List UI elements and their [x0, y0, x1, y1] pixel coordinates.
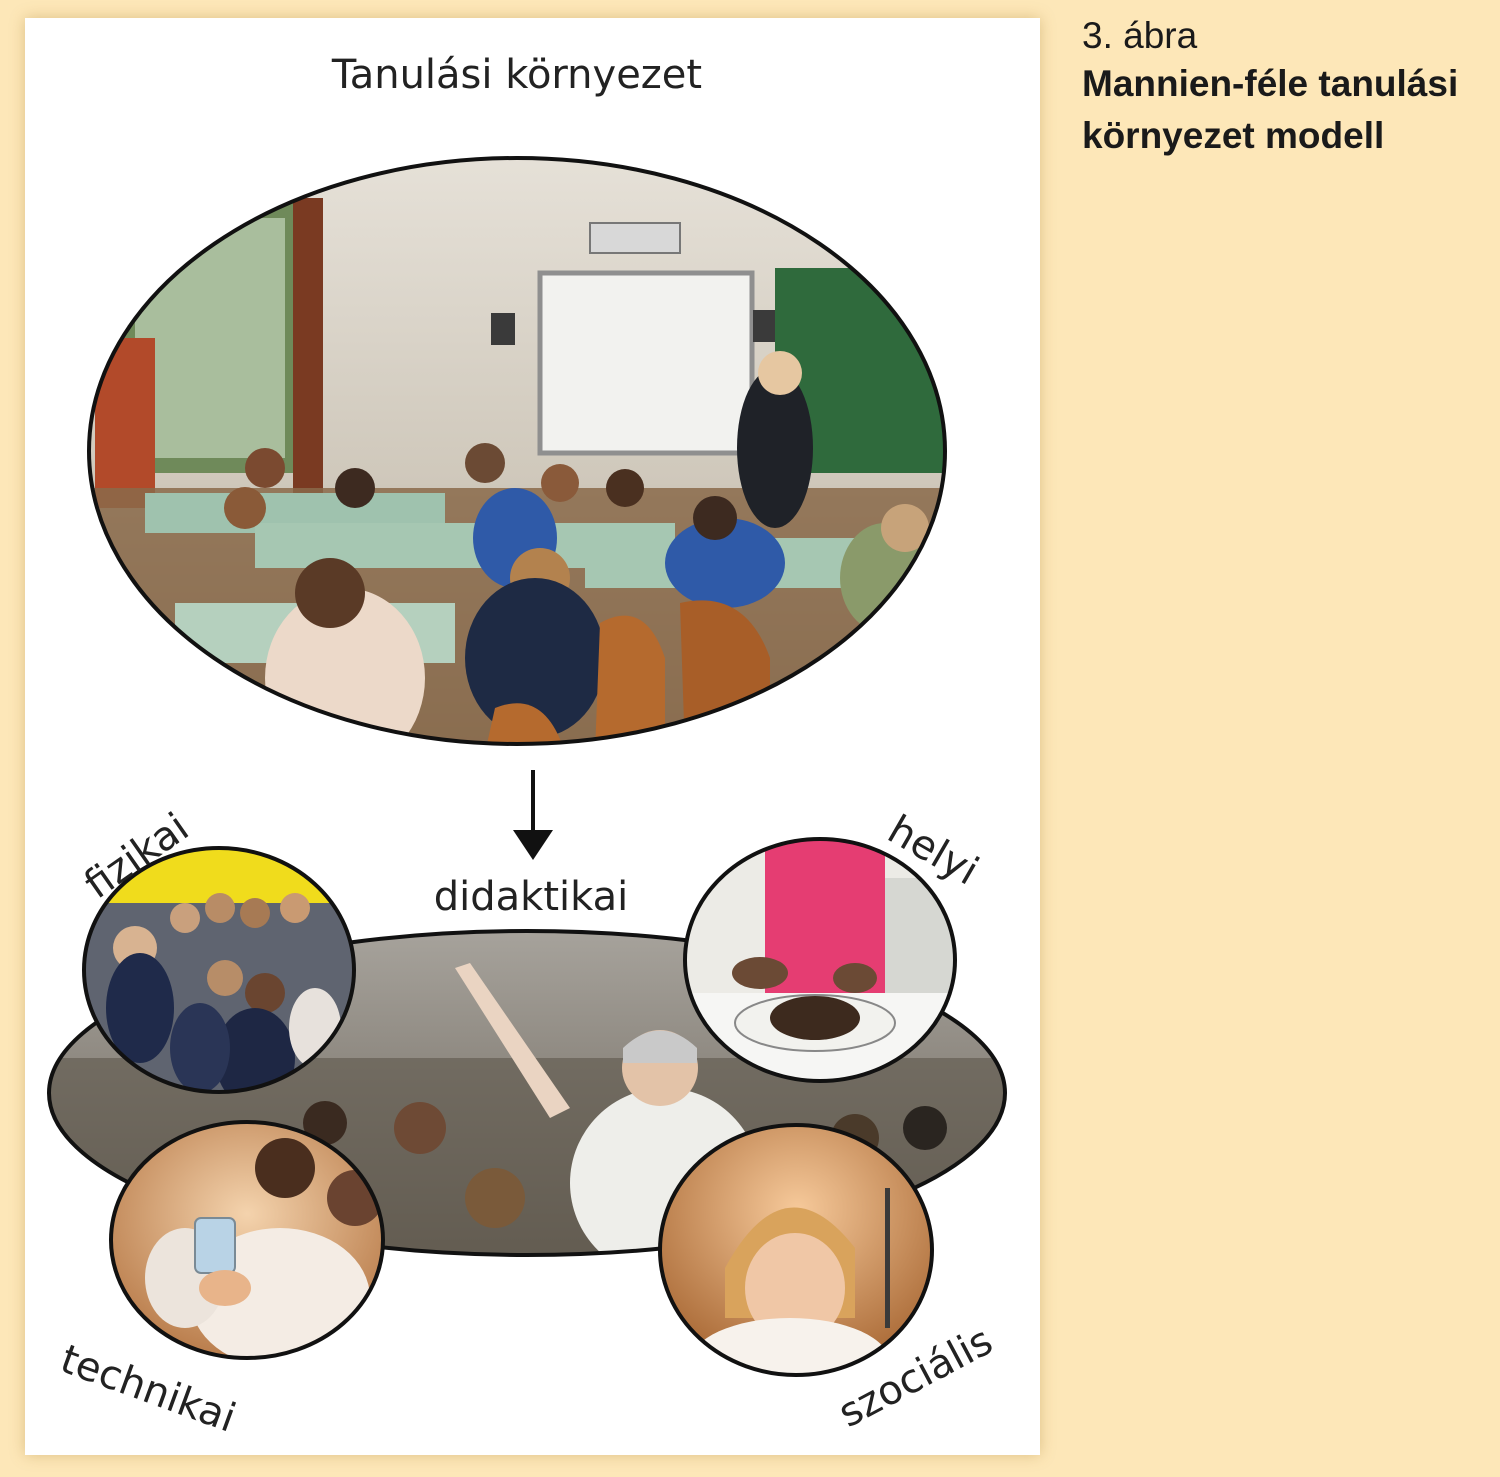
girl-in-lab-coat-photo-frame — [658, 1123, 934, 1377]
students-in-lab-coats-photo — [111, 1122, 383, 1358]
girl-in-lab-coat-photo — [660, 1125, 932, 1375]
classroom-photo — [89, 158, 945, 744]
down-arrow-icon — [513, 770, 553, 860]
center-label: didaktikai — [434, 874, 628, 920]
teacher-with-pupils-photo-frame — [47, 929, 1007, 1257]
child-handling-soil-photo — [685, 839, 955, 1081]
students-in-lab-coats-photo-frame — [109, 1120, 385, 1360]
children-sitting-on-floor-photo-frame — [82, 846, 356, 1094]
diagram-title: Tanulási környezet — [331, 52, 702, 98]
learning-environment-diagram: Tanulási környezet — [47, 52, 1007, 1442]
classroom-photo-frame — [87, 156, 947, 746]
figure-panel: Tanulási környezet — [25, 18, 1040, 1455]
figure-caption: 3. ábra Mannien-féle tanulási környezet … — [1082, 14, 1482, 162]
child-handling-soil-photo-frame — [683, 837, 957, 1083]
caption-title: Mannien-féle tanulási környezet modell — [1082, 63, 1459, 156]
caption-number: 3. ábra — [1082, 15, 1198, 56]
